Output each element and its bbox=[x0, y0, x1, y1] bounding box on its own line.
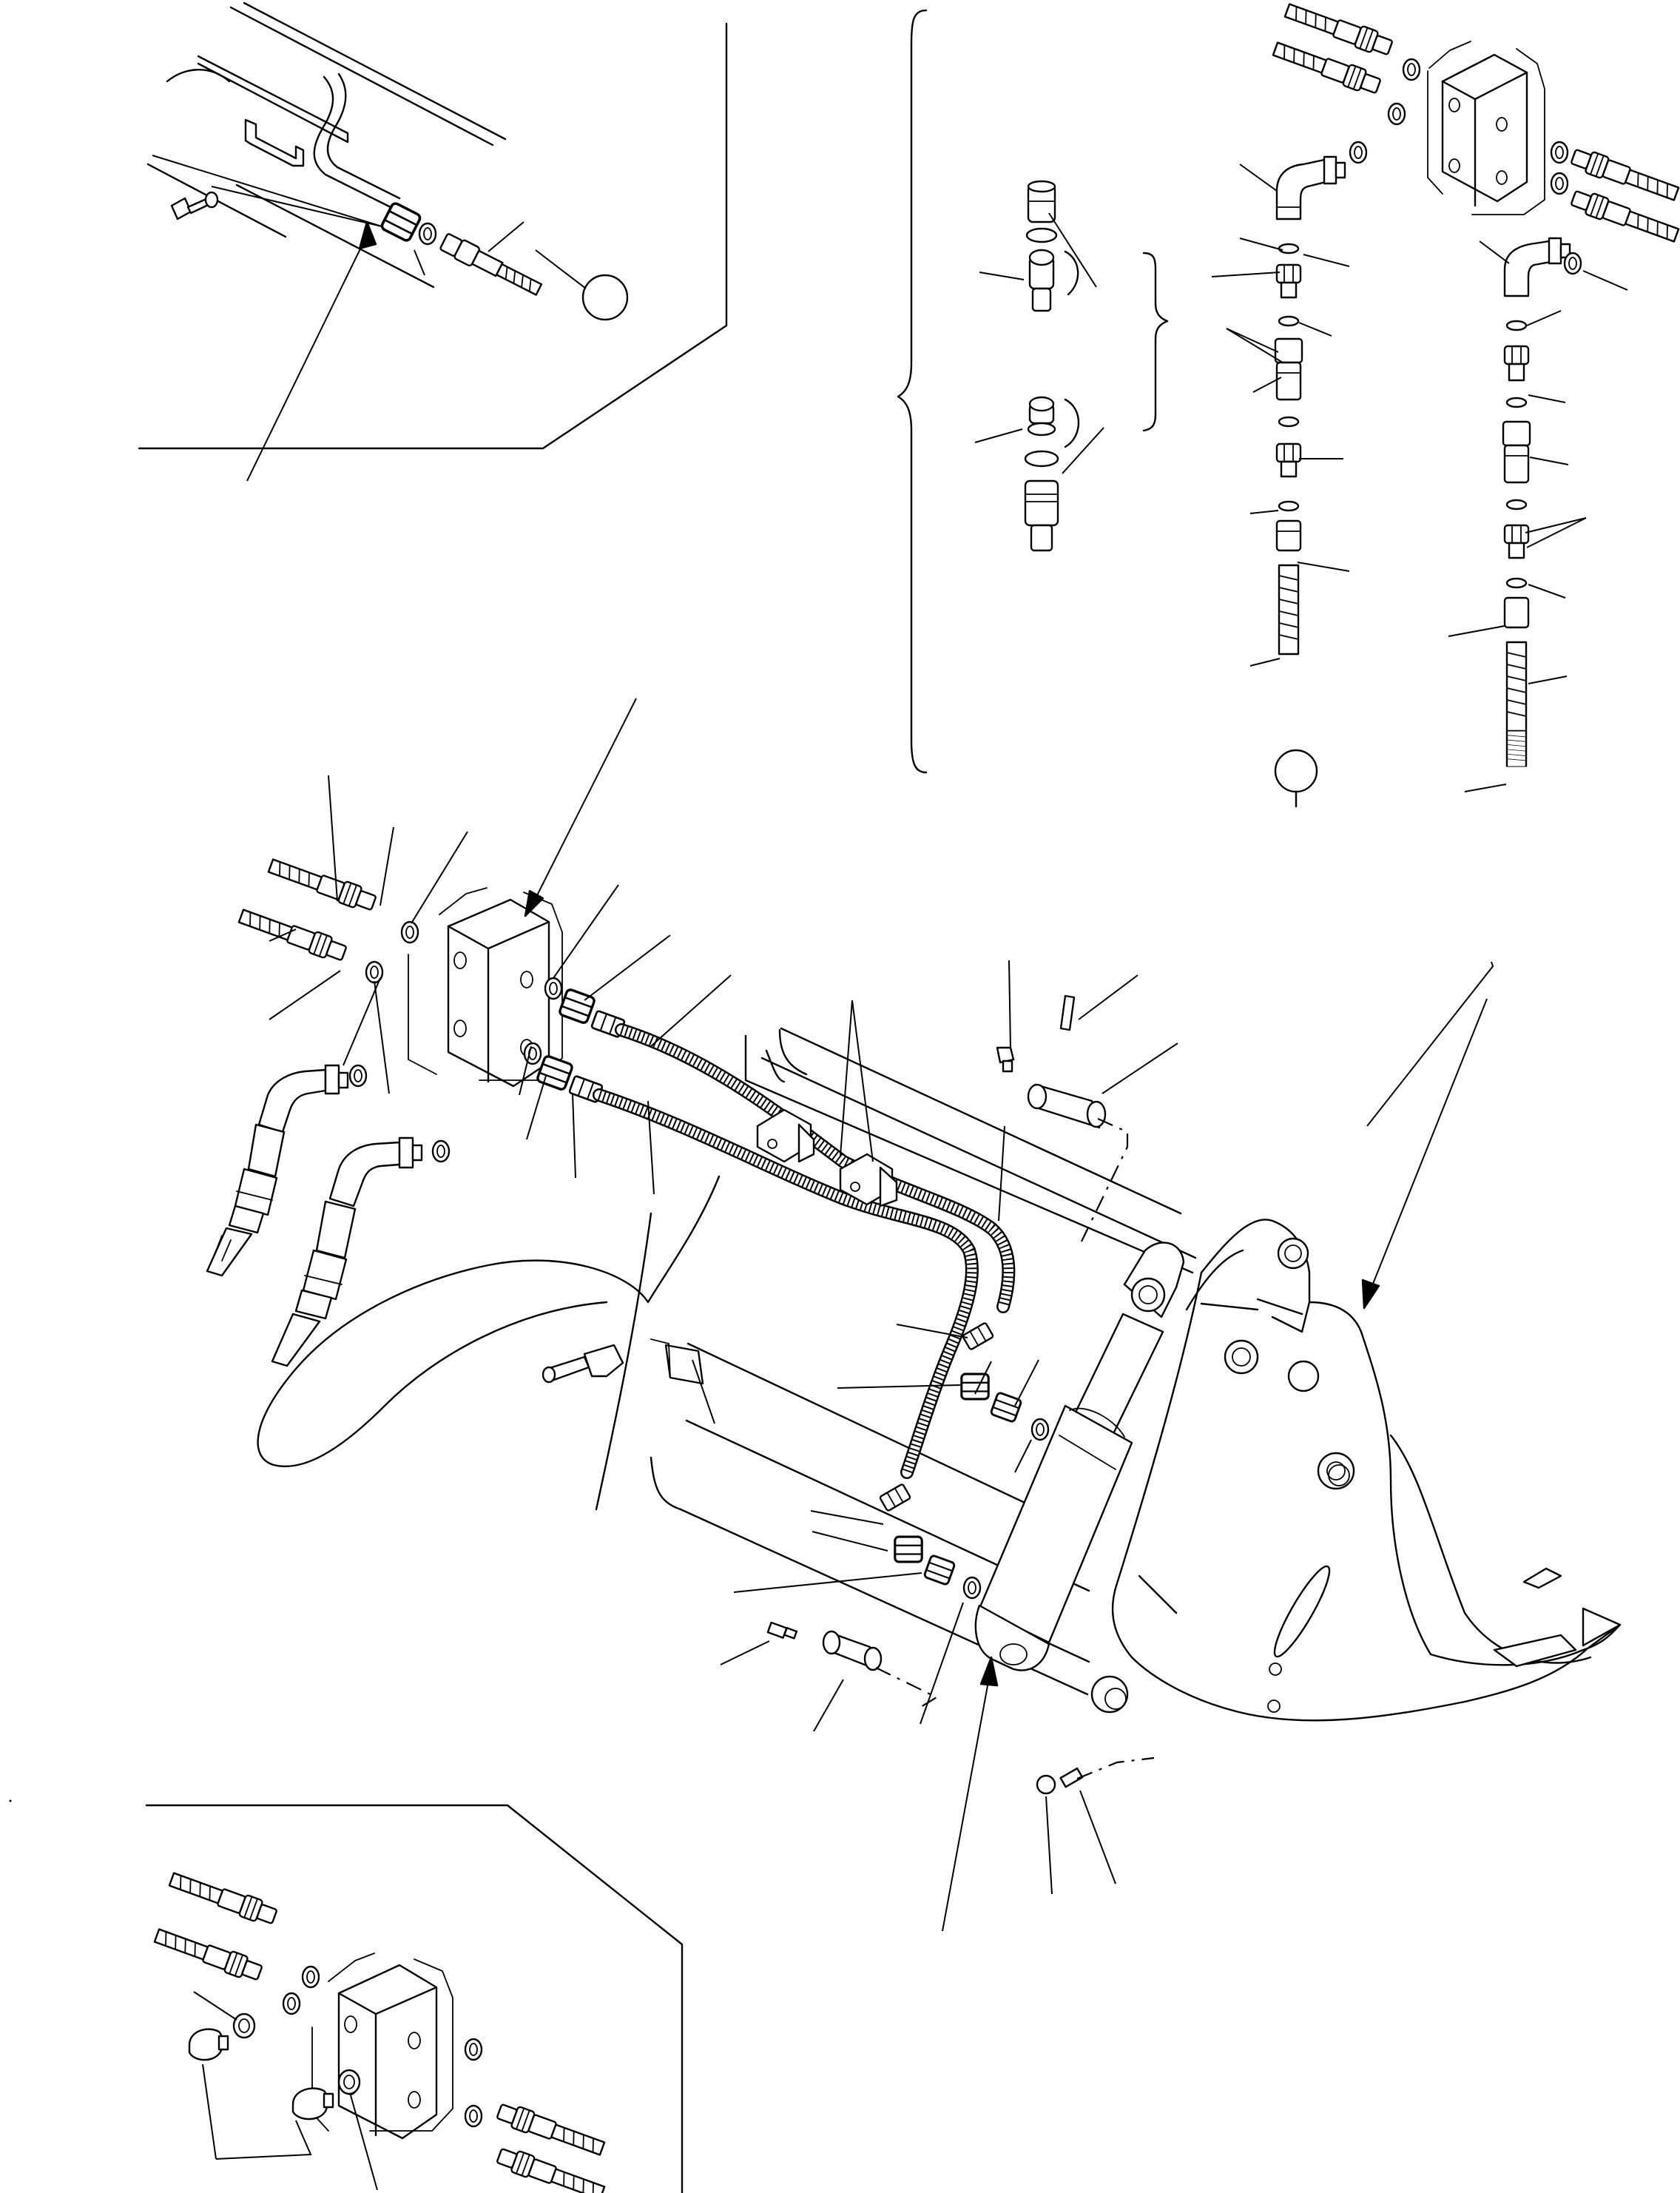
fitting-icon bbox=[1503, 596, 1530, 629]
leader-lines-top-right-stacks bbox=[1211, 164, 1628, 792]
fitting-icon bbox=[1275, 519, 1302, 552]
o-ring-icon bbox=[962, 1576, 982, 1600]
hose-icon bbox=[593, 1088, 979, 1479]
o-ring-icon bbox=[348, 1064, 368, 1088]
o-ring-icon bbox=[1030, 1418, 1050, 1441]
pin-icon bbox=[1328, 1464, 1350, 1486]
fitting-icon bbox=[960, 1372, 990, 1401]
fitting-icon bbox=[878, 1483, 912, 1512]
quick-coupler-icon bbox=[1274, 337, 1303, 401]
o-ring-icon bbox=[1402, 58, 1421, 81]
hose-icon bbox=[439, 233, 543, 296]
quick-coupler-icon bbox=[1502, 420, 1531, 484]
inset-frame-top-left bbox=[138, 22, 728, 450]
o-ring-icon bbox=[282, 1992, 301, 2015]
elbow-fitting-icon bbox=[271, 1136, 423, 1367]
connector-block-icon bbox=[311, 1953, 453, 2140]
plug-icon bbox=[1059, 994, 1076, 1031]
o-ring-icon bbox=[1550, 172, 1569, 195]
center-lines bbox=[875, 1117, 1155, 1780]
stray-dot bbox=[9, 1799, 12, 1802]
leader-lines-main bbox=[269, 698, 1494, 1932]
cap-icon bbox=[1024, 396, 1080, 552]
fitting-icon bbox=[1503, 524, 1530, 559]
quick-coupler-icon bbox=[266, 854, 379, 914]
quick-coupler-icon bbox=[494, 2144, 607, 2193]
cap-icon bbox=[291, 2069, 361, 2120]
bolt-icon bbox=[1036, 1767, 1084, 1795]
o-ring-icon bbox=[1278, 500, 1300, 512]
connector-block-icon bbox=[408, 887, 563, 1088]
clamp-icon bbox=[756, 1108, 815, 1163]
o-ring-icon bbox=[1505, 499, 1528, 511]
bolt-icon bbox=[170, 191, 219, 220]
brace-small bbox=[1142, 252, 1169, 432]
o-ring-icon bbox=[431, 1139, 451, 1163]
o-ring-icon bbox=[1550, 141, 1569, 164]
elbow-fitting-icon bbox=[1275, 155, 1346, 220]
o-ring-icon bbox=[1278, 315, 1300, 327]
hose-icon bbox=[1505, 641, 1528, 768]
o-ring-icon bbox=[1505, 577, 1528, 589]
quick-coupler-icon bbox=[236, 904, 349, 965]
leader-lines-top-left bbox=[152, 155, 587, 482]
bolt-icon bbox=[766, 1621, 798, 1640]
fitting-icon bbox=[379, 201, 423, 243]
o-ring-icon bbox=[400, 920, 419, 944]
cable-loop bbox=[257, 1175, 721, 1468]
fitting-icon bbox=[922, 1554, 957, 1586]
o-ring-icon bbox=[464, 2038, 483, 2061]
elbow-fitting-icon bbox=[206, 1064, 349, 1277]
o-ring-icon bbox=[464, 2104, 483, 2128]
leader-lines-bottom-left bbox=[193, 1991, 378, 2191]
quick-coupler-icon bbox=[166, 1867, 280, 1928]
o-ring-icon bbox=[1278, 416, 1300, 428]
fitting-icon bbox=[1275, 442, 1302, 478]
o-ring-icon bbox=[301, 1965, 320, 1989]
cylinder-icon bbox=[974, 1242, 1185, 1671]
pin-icon bbox=[1027, 1083, 1107, 1129]
quick-coupler-icon bbox=[152, 1924, 265, 1984]
leader-lines-top-right-mid bbox=[974, 212, 1104, 474]
o-ring-icon bbox=[1505, 397, 1528, 408]
clamp-icon bbox=[244, 118, 305, 167]
fitting-icon bbox=[894, 1535, 923, 1563]
callout-circle bbox=[581, 274, 629, 321]
o-ring-icon bbox=[1563, 252, 1582, 275]
brace-left bbox=[897, 9, 928, 774]
fitting-icon bbox=[989, 1391, 1023, 1424]
o-ring-icon bbox=[1387, 102, 1406, 126]
clamp-icon bbox=[839, 1153, 898, 1207]
o-ring-icon bbox=[544, 977, 563, 1000]
plug-icon bbox=[1025, 180, 1079, 312]
cap-icon bbox=[188, 2012, 256, 2061]
inset-frame-bottom-left bbox=[145, 1804, 684, 2193]
o-ring-icon bbox=[418, 222, 437, 246]
hose-icon bbox=[1278, 564, 1300, 656]
o-ring-icon bbox=[1505, 320, 1528, 331]
o-ring-icon bbox=[1349, 141, 1368, 164]
fitting-icon bbox=[1275, 263, 1302, 299]
quick-coupler-icon bbox=[1282, 0, 1395, 59]
quick-coupler-icon bbox=[494, 2100, 607, 2160]
bolt-icon bbox=[996, 1046, 1015, 1073]
fitting-icon bbox=[961, 1321, 995, 1351]
o-ring-icon bbox=[1278, 243, 1300, 255]
pipe-bend bbox=[313, 73, 401, 210]
pin-icon bbox=[822, 1630, 883, 1671]
elbow-fitting-icon bbox=[1503, 237, 1571, 297]
fitting-icon bbox=[557, 987, 597, 1025]
callout-circle bbox=[1274, 749, 1318, 808]
clamp-icon bbox=[542, 1338, 704, 1385]
pin-icon bbox=[1090, 1675, 1129, 1714]
fitting-icon bbox=[1503, 345, 1530, 382]
connector-block-icon bbox=[1427, 41, 1545, 215]
bucket-icon bbox=[595, 1027, 1622, 1722]
